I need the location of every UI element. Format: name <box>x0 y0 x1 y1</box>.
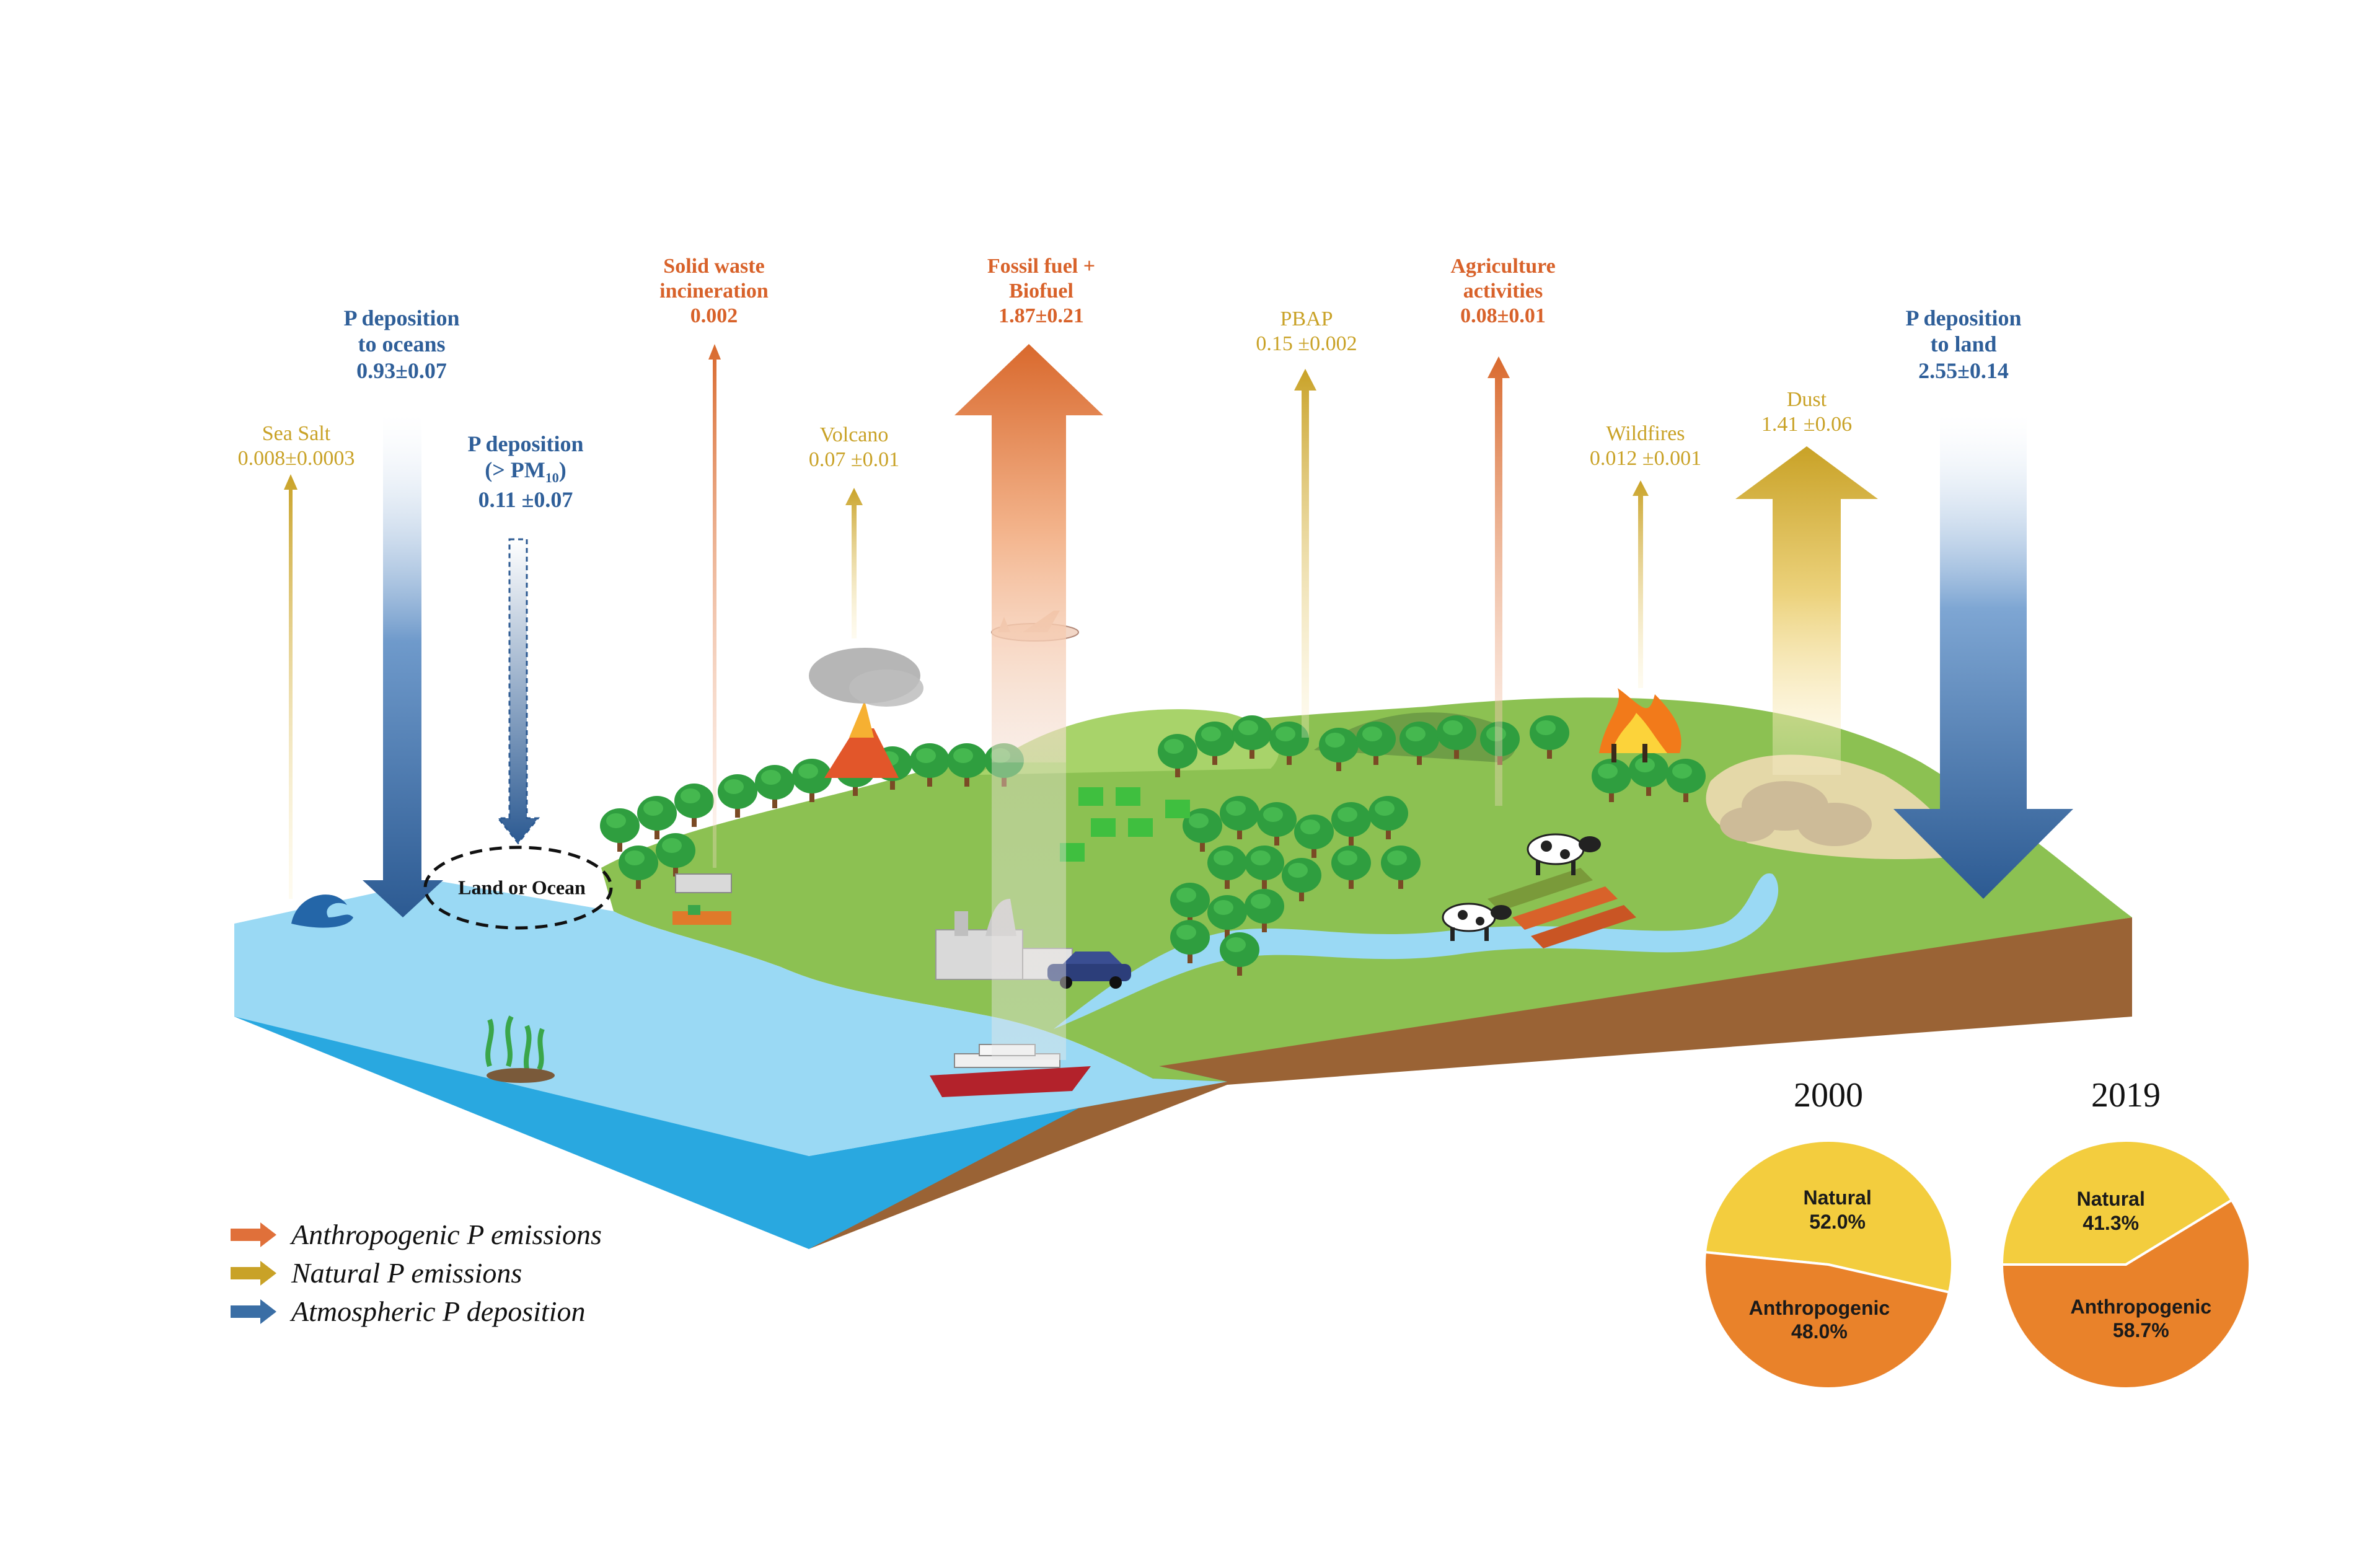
legend-label: Atmospheric P deposition <box>291 1296 586 1327</box>
label-pbap: PBAP 0.15 ±0.002 <box>1256 307 1357 356</box>
ocean-side <box>234 924 1227 1249</box>
solid-waste-arrow <box>708 344 721 868</box>
legend-label: Anthropogenic P emissions <box>291 1219 602 1250</box>
tree-icon <box>1530 715 1569 759</box>
tree-icon <box>1183 808 1222 852</box>
tree-icon <box>1331 802 1371 846</box>
tree-icon <box>1319 728 1359 771</box>
tree-icon <box>947 743 987 787</box>
label-p-deposition-pm10: P deposition (> PM10) 0.11 ±0.07 <box>467 431 584 512</box>
soil-side <box>809 917 2132 1249</box>
land-or-ocean-ellipse <box>423 846 613 930</box>
legend-arrow-icon <box>231 1299 276 1324</box>
tree-icon <box>910 743 950 787</box>
tree-icon <box>1257 802 1297 846</box>
volcano-arrow <box>845 488 863 638</box>
tree-icon <box>1158 734 1197 777</box>
forest <box>600 715 1706 976</box>
tree-icon <box>674 784 714 827</box>
fossil-fuel-arrow <box>954 344 1103 762</box>
tree-icon <box>1331 846 1371 889</box>
pie-title: 2000 <box>1794 1076 1863 1115</box>
tree-icon <box>1399 722 1439 765</box>
tree-icon <box>1294 815 1334 858</box>
label-p-deposition-land: P deposition to land 2.55±0.14 <box>1905 306 2022 383</box>
tree-icon <box>619 846 658 889</box>
dust-arrow <box>1735 446 1878 775</box>
legend-arrow-icon <box>231 1222 276 1247</box>
tree-icon <box>1207 846 1247 889</box>
pie-charts <box>1703 1139 2251 1390</box>
tree-icon <box>1207 895 1247 938</box>
tree-icon <box>1170 883 1210 926</box>
tree-icon <box>1195 722 1235 765</box>
legend-label: Natural P emissions <box>291 1257 522 1289</box>
tree-icon <box>1629 753 1668 796</box>
pbap-arrow <box>1294 369 1316 738</box>
wildfires-arrow <box>1633 480 1649 688</box>
legend-item: Natural P emissions <box>229 1256 522 1289</box>
tree-icon <box>1170 920 1210 963</box>
tree-icon <box>1269 722 1309 765</box>
label-agriculture: Agriculture activities 0.08±0.01 <box>1450 255 1556 328</box>
wildfire-icon <box>1599 688 1681 762</box>
label-solid-waste: Solid waste incineration 0.002 <box>659 255 769 328</box>
tree-icon <box>1381 846 1421 889</box>
tree-icon <box>1592 759 1631 802</box>
tree-icon <box>755 765 795 808</box>
label-fossil-fuel: Fossil fuel + Biofuel 1.87±0.21 <box>987 255 1096 328</box>
label-dust: Dust 1.41 ±0.06 <box>1761 388 1853 436</box>
tree-icon <box>1245 846 1284 889</box>
cow-icon <box>1442 903 1512 941</box>
tree-icon <box>1245 889 1284 932</box>
wave-icon <box>291 894 353 928</box>
tree-icon <box>1220 932 1259 976</box>
tree-icon <box>637 796 677 839</box>
pie-slice-anthropogenic <box>1703 1250 1951 1390</box>
tree-icon <box>1282 858 1321 901</box>
tree-icon <box>1666 759 1706 802</box>
tree-icon <box>1368 796 1408 839</box>
tree-icon <box>1232 715 1272 759</box>
p-deposition-pm10-arrow <box>496 538 540 845</box>
tree-icon <box>1437 715 1476 759</box>
tree-icon <box>792 759 832 802</box>
volcano-icon <box>809 648 923 778</box>
pie-slice-natural <box>1703 1139 1954 1294</box>
label-sea-salt: Sea Salt 0.008±0.0003 <box>237 422 355 470</box>
tree-icon <box>656 833 695 876</box>
pie-slice-anthropogenic <box>2000 1198 2251 1390</box>
river <box>1054 873 1779 1029</box>
p-deposition-oceans-arrow <box>363 415 443 917</box>
cow-icon <box>1527 833 1601 875</box>
tree-icon <box>600 808 640 852</box>
incinerator-icon <box>672 873 732 925</box>
rocks <box>1720 781 1872 846</box>
label-p-deposition-oceans: P deposition to oceans 0.93±0.07 <box>343 306 460 383</box>
agriculture-arrow <box>1488 356 1510 806</box>
label-volcano: Volcano 0.07 ±0.01 <box>808 423 900 472</box>
tree-icon <box>1356 722 1396 765</box>
pie-title: 2019 <box>2091 1076 2161 1115</box>
crop-field <box>1488 868 1636 948</box>
land-or-ocean-label: Land or Ocean <box>458 876 586 899</box>
sea-salt-arrow <box>284 474 298 899</box>
tree-icon <box>718 774 757 818</box>
legend-item: Atmospheric P deposition <box>229 1295 585 1328</box>
seaweed-icon <box>485 1015 545 1071</box>
legend-item: Anthropogenic P emissions <box>229 1218 602 1251</box>
label-wildfires: Wildfires 0.012 ±0.001 <box>1589 422 1702 470</box>
tree-icon <box>1220 796 1259 839</box>
pie-slice-natural <box>2000 1139 2234 1266</box>
legend-arrow-icon <box>231 1260 276 1286</box>
p-deposition-land-arrow <box>1893 415 2073 899</box>
